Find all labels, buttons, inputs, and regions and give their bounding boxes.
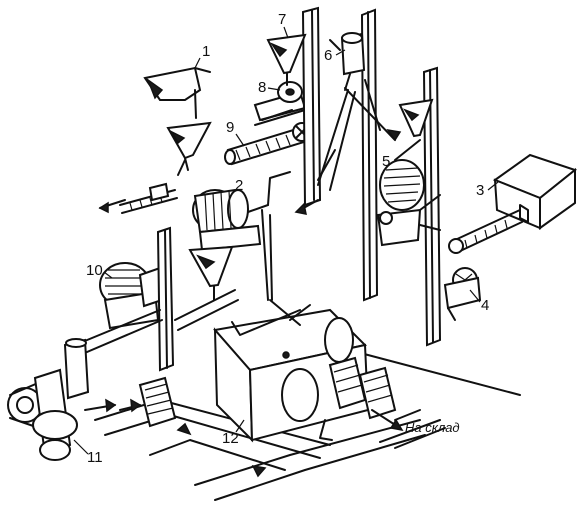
label-10: 10 — [86, 262, 103, 279]
callout-labels: 1 2 3 4 5 6 7 8 9 10 11 12 — [73, 11, 499, 466]
storage-shed-3 — [492, 153, 578, 230]
press-11 — [7, 338, 117, 461]
motor-8 — [253, 81, 312, 142]
label-8: 8 — [258, 79, 266, 96]
brick-cutter — [119, 376, 177, 428]
label-9: 9 — [226, 119, 234, 136]
label-12: 12 — [222, 430, 239, 447]
funnel-below-2 — [188, 245, 234, 301]
hopper-1 — [143, 66, 212, 176]
belt-conveyor-shed — [448, 209, 523, 254]
elevator-7 — [266, 6, 336, 215]
label-3: 3 — [476, 182, 484, 199]
mixer-5 — [376, 66, 442, 347]
label-5: 5 — [382, 153, 390, 170]
label-11: 11 — [87, 449, 103, 466]
gearbox-4 — [443, 267, 482, 321]
brick-stacks — [328, 356, 421, 421]
small-conveyor — [98, 182, 178, 214]
flow-arrows — [176, 422, 267, 478]
label-6: 6 — [324, 47, 332, 64]
caption-to-warehouse: На склад — [405, 420, 460, 435]
bucket-elevator-6 — [317, 8, 402, 302]
drum-crusher-2 — [192, 171, 291, 301]
label-2: 2 — [235, 177, 243, 194]
mill-10 — [74, 226, 239, 372]
output-arrow: На склад — [371, 409, 460, 435]
label-7: 7 — [278, 11, 286, 28]
label-1: 1 — [202, 43, 210, 60]
label-4: 4 — [481, 297, 489, 314]
